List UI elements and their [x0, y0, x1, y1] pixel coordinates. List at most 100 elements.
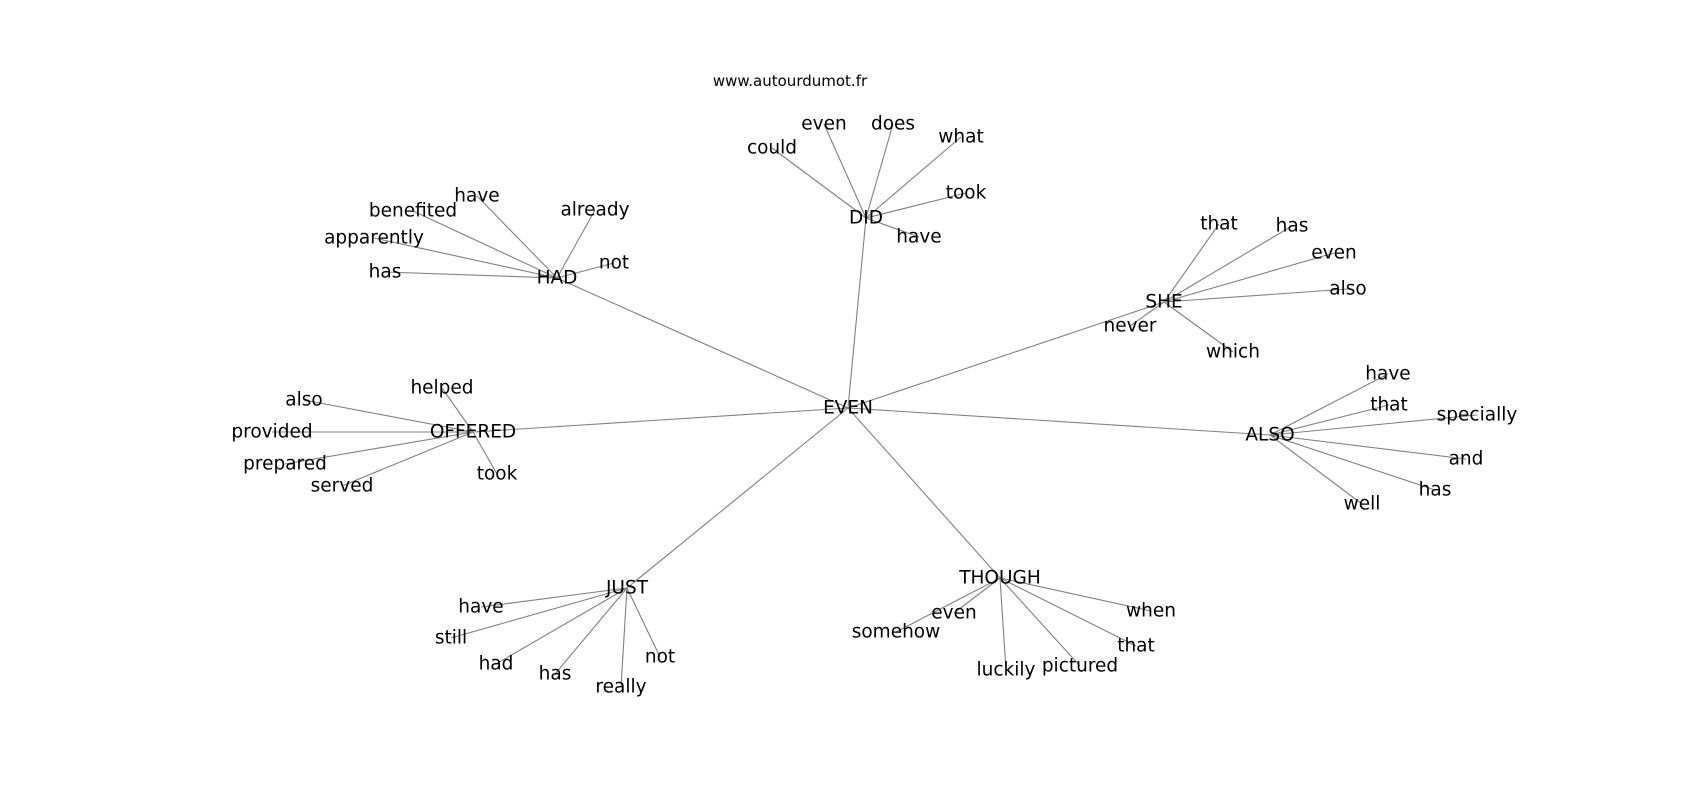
edge-she-to-which	[1163, 301, 1234, 353]
hub-node-had: HAD	[537, 268, 578, 289]
leaf-node-offered-helped: helped	[410, 378, 473, 399]
leaf-node-she-that: that	[1200, 214, 1238, 235]
leaf-node-she-never: never	[1103, 316, 1156, 337]
edge-did-to-have	[865, 217, 920, 238]
leaf-node-she-even: even	[1311, 243, 1356, 264]
edge-also-to-has	[1269, 434, 1436, 491]
edge-though-to-even	[953, 577, 1001, 614]
edge-just-to-not	[626, 587, 661, 658]
hub-node-though: THOUGH	[958, 568, 1041, 589]
edge-she-to-also	[1163, 288, 1349, 303]
edge-root-to-offered	[472, 407, 849, 433]
edge-just-to-really	[620, 587, 628, 688]
leaf-node-did-what: what	[938, 127, 983, 148]
edge-root-to-she	[847, 301, 1165, 409]
edge-did-to-even	[823, 123, 867, 219]
leaf-node-though-when: when	[1126, 601, 1176, 622]
edge-had-to-already	[556, 209, 596, 279]
edge-though-to-somehow	[895, 577, 1001, 633]
leaf-node-though-even: even	[931, 603, 976, 624]
edge-did-to-what	[865, 136, 962, 219]
leaf-node-just-had: had	[479, 654, 514, 675]
edge-had-to-apparently	[373, 237, 558, 279]
edge-had-to-benefited	[412, 210, 558, 279]
leaf-node-she-has: has	[1276, 216, 1309, 237]
edge-offered-to-also	[303, 399, 474, 433]
edge-just-to-still	[450, 587, 628, 639]
edge-root-to-also	[847, 407, 1271, 436]
leaf-node-also-have: have	[1365, 364, 1410, 385]
edge-did-to-could	[771, 147, 867, 219]
leaf-node-did-have: have	[896, 227, 941, 248]
leaf-node-had-benefited: benefited	[369, 201, 457, 222]
edge-had-to-have	[476, 195, 558, 279]
edge-offered-to-prepared	[284, 431, 474, 465]
edge-though-to-when	[999, 577, 1152, 612]
edge-just-to-had	[495, 587, 628, 665]
edge-though-to-that	[999, 577, 1137, 647]
leaf-node-though-that: that	[1117, 636, 1155, 657]
edge-also-to-well	[1269, 434, 1363, 505]
edge-she-to-has	[1163, 225, 1293, 303]
leaf-node-also-and: and	[1449, 449, 1484, 470]
leaf-node-though-somehow: somehow	[852, 622, 941, 643]
leaf-node-just-still: still	[435, 628, 467, 649]
leaf-node-had-apparently: apparently	[324, 228, 424, 249]
edge-root-to-just	[626, 407, 849, 589]
edge-though-to-pictured	[999, 577, 1081, 667]
leaf-node-did-could: could	[747, 138, 797, 159]
edge-she-to-even	[1163, 252, 1335, 303]
leaf-node-though-luckily: luckily	[977, 660, 1036, 681]
edge-root-to-had	[556, 277, 849, 409]
leaf-node-she-also: also	[1329, 279, 1366, 300]
hub-node-she: SHE	[1145, 292, 1182, 313]
leaf-node-also-has: has	[1419, 480, 1452, 501]
leaf-node-had-not: not	[599, 253, 629, 274]
edge-also-to-specially	[1269, 414, 1478, 436]
leaf-node-did-took: took	[946, 183, 987, 204]
leaf-node-had-have: have	[454, 186, 499, 207]
leaf-node-also-well: well	[1344, 494, 1381, 515]
edge-root-to-did	[847, 217, 867, 409]
edge-she-to-that	[1163, 223, 1220, 303]
root-node: EVEN	[823, 398, 873, 419]
leaf-node-offered-also: also	[285, 390, 322, 411]
edge-offered-to-took	[472, 431, 498, 475]
edge-also-to-and	[1269, 434, 1467, 460]
leaf-node-offered-served: served	[311, 476, 374, 497]
leaf-node-just-has: has	[539, 664, 572, 685]
edge-she-to-never	[1129, 301, 1165, 327]
leaf-node-just-have: have	[458, 597, 503, 618]
edge-did-to-does	[865, 123, 894, 219]
hub-node-just: JUST	[605, 578, 649, 599]
leaf-node-had-already: already	[560, 200, 629, 221]
edge-root-to-though	[847, 407, 1001, 579]
hub-node-offered: OFFERED	[430, 422, 516, 443]
edge-though-to-luckily	[999, 577, 1007, 671]
edge-did-to-took	[865, 192, 967, 219]
leaf-node-just-really: really	[595, 677, 646, 698]
site-url: www.autourdumot.fr	[712, 72, 868, 90]
hub-node-did: DID	[849, 208, 883, 229]
leaf-node-offered-provided: provided	[231, 422, 312, 443]
edge-offered-to-served	[341, 431, 474, 487]
leaf-node-she-which: which	[1206, 342, 1260, 363]
edge-also-to-have	[1269, 373, 1389, 436]
leaf-node-also-that: that	[1370, 395, 1408, 416]
edge-offered-to-helped	[441, 387, 474, 433]
leaf-node-also-specially: specially	[1437, 405, 1518, 426]
hub-node-also: ALSO	[1245, 425, 1294, 446]
leaf-node-had-has: has	[369, 262, 402, 283]
leaf-node-did-even: even	[801, 114, 846, 135]
leaf-node-offered-prepared: prepared	[243, 454, 327, 475]
leaf-node-offered-took: took	[477, 464, 518, 485]
edge-had-to-not	[556, 262, 615, 279]
edge-had-to-has	[384, 271, 558, 279]
edge-just-to-has	[554, 587, 628, 675]
leaf-node-though-pictured: pictured	[1042, 656, 1118, 677]
edge-also-to-that	[1269, 404, 1390, 436]
edge-just-to-have	[480, 587, 628, 608]
edges-layer	[272, 123, 1478, 688]
